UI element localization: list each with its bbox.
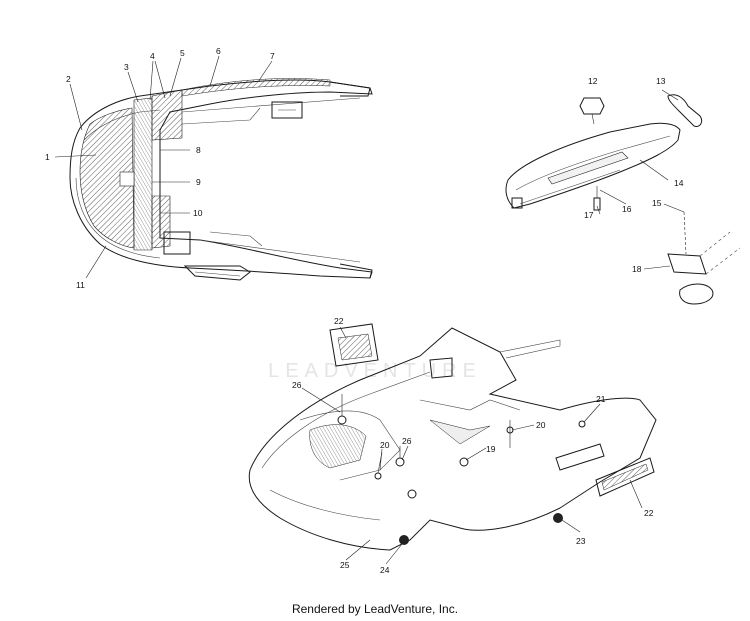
callout-17: 17 bbox=[584, 210, 594, 220]
callout-9: 9 bbox=[196, 177, 201, 187]
callout-19: 19 bbox=[486, 444, 496, 454]
callout-2: 2 bbox=[66, 74, 71, 84]
hood-underside-assembly bbox=[248, 323, 657, 551]
callout-labels: 1 2 3 4 5 6 7 8 9 10 11 12 13 14 15 16 1… bbox=[45, 46, 684, 575]
callout-25: 25 bbox=[340, 560, 350, 570]
callout-16: 16 bbox=[622, 204, 632, 214]
callout-10: 10 bbox=[193, 208, 203, 218]
callout-14: 14 bbox=[674, 178, 684, 188]
callout-22b: 22 bbox=[644, 508, 654, 518]
callout-3: 3 bbox=[124, 62, 129, 72]
callout-12: 12 bbox=[588, 76, 598, 86]
callout-20a: 20 bbox=[380, 440, 390, 450]
callout-15: 15 bbox=[652, 198, 662, 208]
callout-11: 11 bbox=[76, 280, 85, 290]
callout-23: 23 bbox=[576, 536, 586, 546]
callout-26b: 26 bbox=[402, 436, 412, 446]
callout-18: 18 bbox=[632, 264, 642, 274]
render-credit: Rendered by LeadVenture, Inc. bbox=[291, 602, 459, 616]
leader-lines bbox=[54, 55, 685, 565]
dash-panel-assembly bbox=[505, 94, 741, 305]
callout-4: 4 bbox=[150, 51, 155, 61]
callout-21: 21 bbox=[596, 394, 606, 404]
hood-assembly-top-view bbox=[69, 78, 373, 281]
callout-7: 7 bbox=[270, 51, 275, 61]
callout-8: 8 bbox=[196, 145, 201, 155]
callout-6: 6 bbox=[216, 46, 221, 56]
callout-13: 13 bbox=[656, 76, 666, 86]
callout-5: 5 bbox=[180, 48, 185, 58]
callout-26a: 26 bbox=[292, 380, 302, 390]
callout-1: 1 bbox=[45, 152, 50, 162]
callout-24: 24 bbox=[380, 565, 390, 575]
callout-20b: 20 bbox=[536, 420, 546, 430]
watermark: LEADVENTURE bbox=[268, 360, 482, 382]
callout-22a: 22 bbox=[334, 316, 344, 326]
